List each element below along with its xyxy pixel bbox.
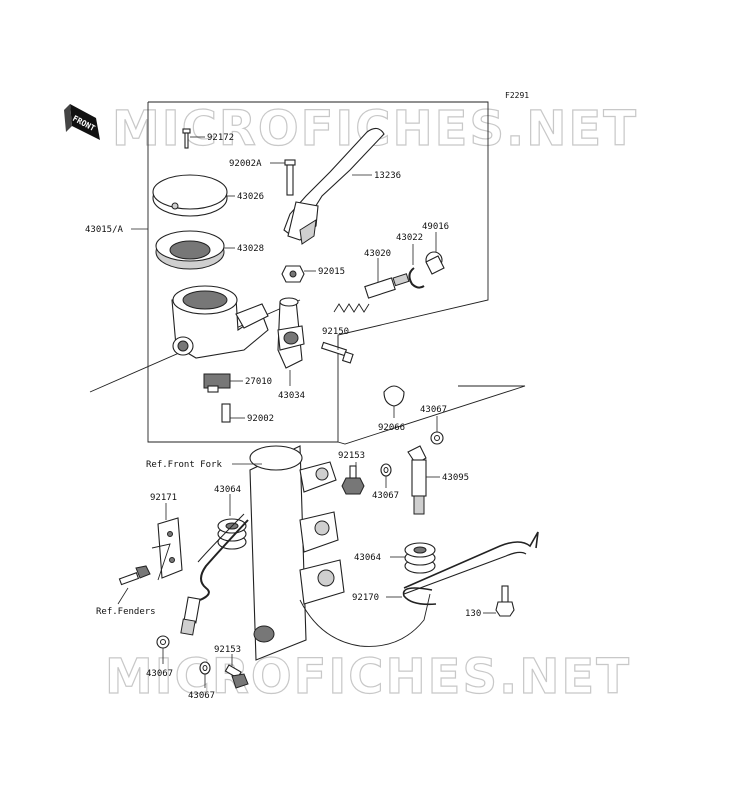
front-arrow-icon: FRONT: [64, 104, 100, 140]
watermark-bottom: MICROFICHES.NET: [105, 649, 631, 705]
circlip-43022-icon: [408, 267, 425, 289]
label-43028: 43028: [237, 244, 264, 254]
banjo-bolt-92153-upper-icon: [341, 465, 365, 495]
label-92153-lower: 92153: [214, 645, 241, 655]
label-43020: 43020: [364, 249, 391, 259]
screw-92172-icon: [182, 128, 191, 149]
grommet-43064-right-icon: [404, 542, 436, 574]
brake-lever-13236-icon: [283, 127, 385, 245]
diagram-code: F2291: [505, 91, 529, 100]
brake-hose-left-icon: [180, 513, 249, 636]
label-43064-left: 43064: [214, 485, 241, 495]
washer-43067-bottom-icon: [199, 661, 211, 675]
pivot-bolt-92002a-icon: [284, 159, 296, 196]
ref-front-fork: Ref.Front Fork: [146, 460, 222, 470]
label-43034: 43034: [278, 391, 305, 401]
brake-hose-43095-icon: [407, 445, 427, 515]
label-92153-upper: 92153: [338, 451, 365, 461]
washer-43067-middle-icon: [380, 463, 392, 477]
label-13236: 13236: [374, 171, 401, 181]
label-130: 130: [465, 609, 481, 619]
assembly-outline-skew-2: [337, 385, 526, 445]
label-43064-right: 43064: [354, 553, 381, 563]
hose-guide-wire-icon: [403, 531, 539, 595]
label-43095: 43095: [442, 473, 469, 483]
label-49016: 49016: [422, 222, 449, 232]
label-92172: 92172: [207, 133, 234, 143]
front-fork-icon: [249, 445, 431, 661]
label-27010: 27010: [245, 377, 272, 387]
hose-clamp-92170-icon: [402, 587, 437, 606]
assembly-outline: [147, 101, 489, 443]
screw-92002-icon: [221, 403, 231, 423]
master-cylinder-body-icon: [171, 285, 269, 359]
washer-43067-upper-icon: [430, 431, 444, 445]
label-92170: 92170: [352, 593, 379, 603]
label-43067-lower-left: 43067: [146, 669, 173, 679]
ref-fenders: Ref.Fenders: [96, 607, 156, 617]
label-92150: 92150: [322, 327, 349, 337]
label-43067-bottom: 43067: [188, 691, 215, 701]
nut-92015-icon: [281, 265, 305, 283]
dust-boot-49016-icon: [425, 251, 445, 275]
label-43026: 43026: [237, 192, 264, 202]
bracket-92171-icon: [151, 517, 183, 581]
label-92171: 92171: [150, 493, 177, 503]
washer-43067-lower-left-icon: [156, 635, 170, 649]
cap-92066-icon: [383, 385, 405, 407]
label-92002: 92002: [247, 414, 274, 424]
banjo-bolt-92153-lower-icon: [224, 664, 249, 689]
piston-assy-43020-icon: [333, 273, 410, 313]
holder-clamp-43034-icon: [277, 297, 305, 369]
label-92066: 92066: [378, 423, 405, 433]
label-43015a: 43015/A: [85, 225, 124, 235]
label-92015: 92015: [318, 267, 345, 277]
label-43022: 43022: [396, 233, 423, 243]
diaphragm-43028-icon: [155, 230, 225, 270]
bolt-130-icon: [495, 585, 515, 617]
fender-bolt-icon: [118, 565, 151, 586]
brake-switch-27010-icon: [203, 373, 231, 393]
label-43067-upper: 43067: [420, 405, 447, 415]
reservoir-cap-43026-icon: [152, 174, 228, 217]
grommet-43064-left-icon: [217, 518, 247, 550]
bolt-92150-icon: [320, 341, 354, 364]
label-43067-middle: 43067: [372, 491, 399, 501]
label-92002a: 92002A: [229, 159, 262, 169]
